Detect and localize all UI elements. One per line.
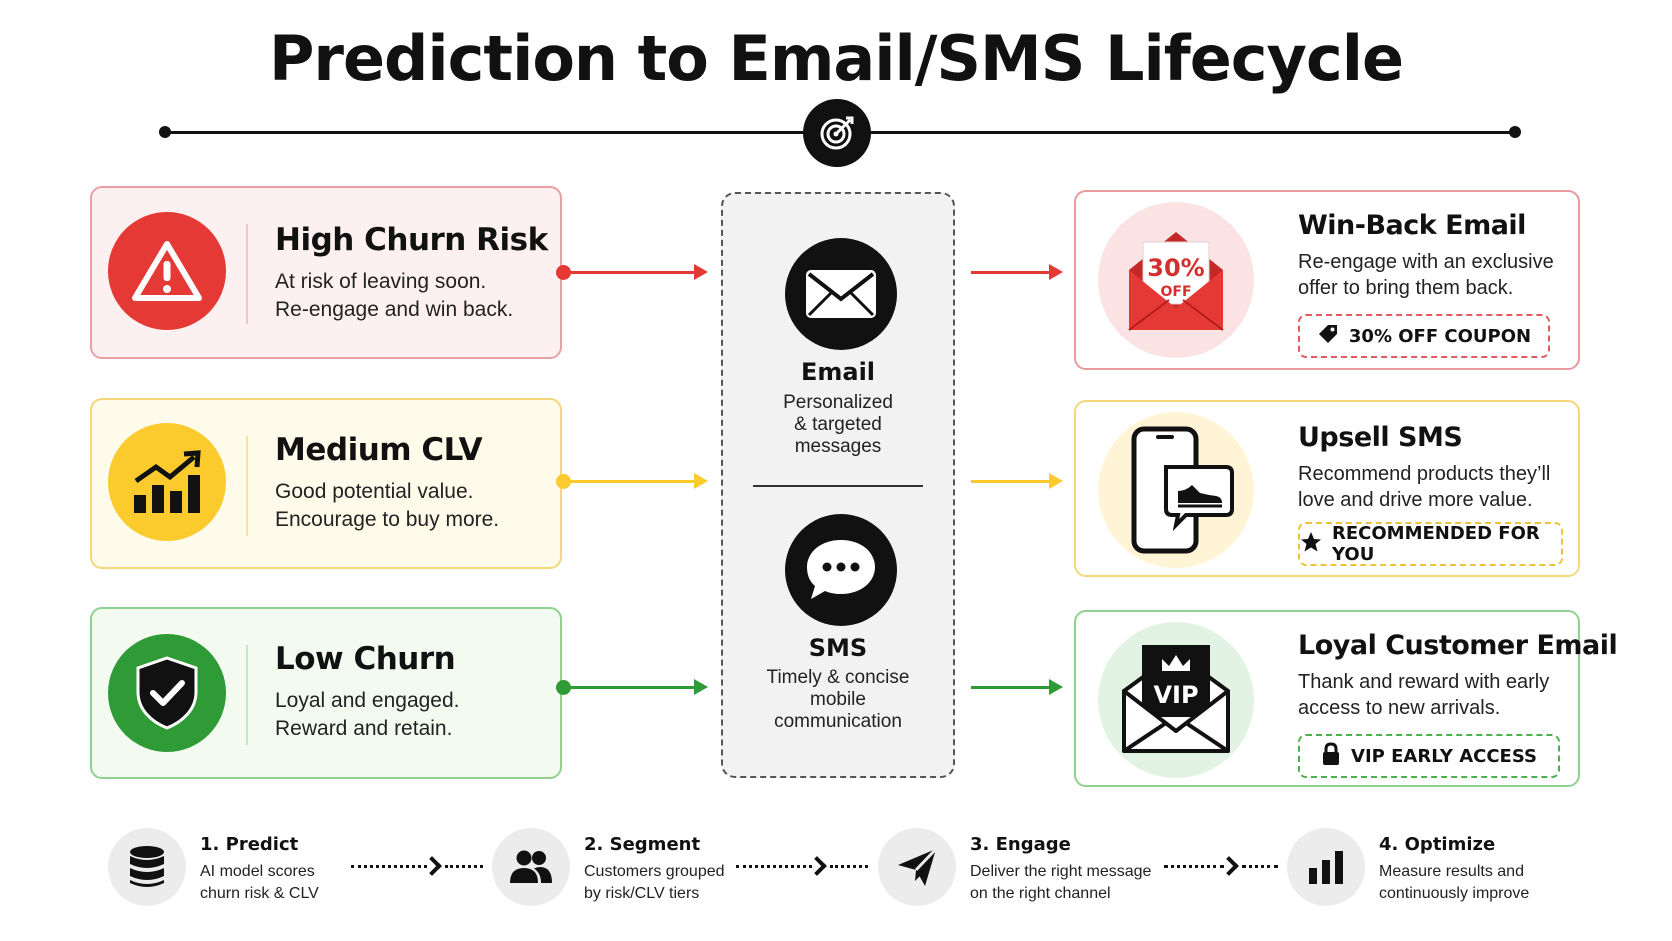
segment-desc-line1: Good potential value. xyxy=(275,480,474,503)
coupon-badge-label: 30% OFF COUPON xyxy=(1348,325,1532,347)
shield-check-icon xyxy=(108,634,226,752)
step-title: 4. Optimize xyxy=(1379,834,1496,855)
send-icon xyxy=(878,828,956,906)
segment-card-high-churn: High Churn Risk At risk of leaving soon.… xyxy=(90,186,562,359)
coupon-off-text: OFF xyxy=(1160,284,1191,300)
step-connector-1 xyxy=(351,856,483,876)
channel-desc-sms-line1: Timely & concise xyxy=(766,667,910,688)
arrow-channel-to-winback xyxy=(971,264,1063,280)
action-card-winback-email: 30% OFF Win-Back Email Re-engage with an… xyxy=(1074,190,1580,370)
channel-desc-email-line3: messages xyxy=(794,436,882,457)
tag-icon xyxy=(1317,323,1339,350)
chat-bubble-icon xyxy=(785,514,897,626)
action-card-upsell-sms: Upsell SMS Recommend products they’ll lo… xyxy=(1074,400,1580,577)
recommended-badge: RECOMMENDED FOR YOU xyxy=(1298,522,1563,566)
segment-card-low-churn: Low Churn Loyal and engaged. Reward and … xyxy=(90,607,562,779)
step-desc-line2: continuously improve xyxy=(1379,885,1530,902)
channel-title-sms: SMS xyxy=(808,634,868,662)
arrow-channel-to-upsell xyxy=(971,473,1063,489)
star-icon xyxy=(1300,531,1322,558)
coupon-percent-text: 30% xyxy=(1147,254,1204,282)
channel-divider xyxy=(753,485,923,487)
vip-badge: VIP EARLY ACCESS xyxy=(1298,734,1560,778)
step-desc-line2: by risk/CLV tiers xyxy=(584,885,700,902)
step-connector-2 xyxy=(736,856,868,876)
segment-title: High Churn Risk xyxy=(275,222,548,258)
phone-shoe-icon xyxy=(1098,412,1254,568)
segment-title: Medium CLV xyxy=(275,432,483,468)
step-desc-line1: Customers grouped xyxy=(584,863,725,880)
channel-desc-sms-line3: communication xyxy=(774,711,902,732)
users-icon xyxy=(492,828,570,906)
segment-desc-line1: Loyal and engaged. xyxy=(275,689,460,712)
coupon-envelope-icon: 30% OFF xyxy=(1098,202,1254,358)
growth-chart-icon xyxy=(108,423,226,541)
step-title: 1. Predict xyxy=(200,834,299,855)
arrow-low-to-channel xyxy=(556,679,708,695)
envelope-icon xyxy=(785,238,897,350)
action-desc-line1: Re-engage with an exclusive xyxy=(1298,251,1554,273)
step-desc-line2: on the right channel xyxy=(970,885,1111,902)
step-connector-3 xyxy=(1164,856,1278,876)
channel-title-email: Email xyxy=(800,358,876,386)
step-desc-line2: churn risk & CLV xyxy=(200,885,319,902)
segment-desc-line1: At risk of leaving soon. xyxy=(275,270,487,293)
vip-text: VIP xyxy=(1153,681,1198,709)
action-card-loyal-email: VIP Loyal Customer Email Thank and rewar… xyxy=(1074,610,1618,787)
step-desc-line1: Measure results and xyxy=(1379,863,1524,880)
action-title: Loyal Customer Email xyxy=(1298,630,1618,661)
step-title: 3. Engage xyxy=(970,834,1071,855)
segment-card-medium-clv: Medium CLV Good potential value. Encoura… xyxy=(90,398,562,569)
channel-desc-sms-line2: mobile xyxy=(810,689,866,710)
action-desc-line2: access to new arrivals. xyxy=(1298,697,1501,719)
segment-desc-line2: Encourage to buy more. xyxy=(275,508,500,531)
segment-title: Low Churn xyxy=(275,641,456,677)
channel-desc-email-line2: & targeted xyxy=(794,414,882,435)
vip-envelope-icon: VIP xyxy=(1098,622,1254,778)
segment-desc-line2: Reward and retain. xyxy=(275,717,453,740)
segment-separator xyxy=(246,645,248,745)
step-desc-line1: AI model scores xyxy=(200,863,315,880)
coupon-badge: 30% OFF COUPON xyxy=(1298,314,1550,358)
recommended-badge-label: RECOMMENDED FOR YOU xyxy=(1332,523,1540,565)
target-icon xyxy=(803,99,871,167)
arrow-high-to-channel xyxy=(556,264,708,280)
channel-desc-email-line1: Personalized xyxy=(783,392,893,413)
divider-end-dot-right xyxy=(1509,126,1521,138)
vip-badge-label: VIP EARLY ACCESS xyxy=(1351,745,1537,767)
arrow-channel-to-loyal xyxy=(971,679,1063,695)
action-desc-line2: love and drive more value. xyxy=(1298,489,1533,511)
action-title: Win-Back Email xyxy=(1298,210,1526,241)
arrow-med-to-channel xyxy=(556,473,708,489)
divider-end-dot-left xyxy=(159,126,171,138)
action-desc-line1: Thank and reward with early xyxy=(1298,671,1550,693)
bar-chart-icon xyxy=(1287,828,1365,906)
segment-desc-line2: Re-engage and win back. xyxy=(275,298,514,321)
action-desc-line2: offer to bring them back. xyxy=(1298,277,1514,299)
action-desc-line1: Recommend products they’ll xyxy=(1298,463,1551,485)
step-desc-line1: Deliver the right message xyxy=(970,863,1152,880)
page-title: Prediction to Email/SMS Lifecycle xyxy=(268,22,1404,95)
channel-panel: Email Personalized & targeted messages S… xyxy=(721,192,955,778)
database-icon xyxy=(108,828,186,906)
segment-separator xyxy=(246,224,248,324)
action-title: Upsell SMS xyxy=(1298,422,1463,453)
lock-icon xyxy=(1321,741,1341,771)
step-title: 2. Segment xyxy=(584,834,701,855)
segment-separator xyxy=(246,436,248,536)
warning-icon xyxy=(108,212,226,330)
